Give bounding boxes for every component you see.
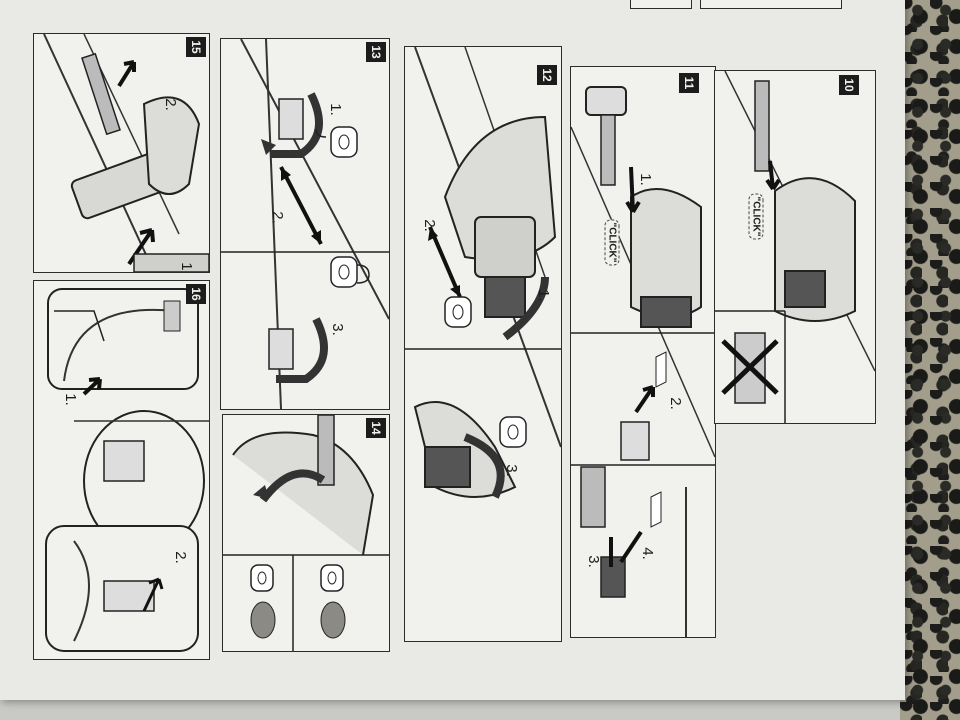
step-label: 2. [420, 219, 438, 232]
step-label: 1. [61, 393, 79, 406]
panel-14-illustration [223, 415, 389, 651]
step-label: 4. [638, 547, 656, 560]
unlocked-padlock-icon [315, 126, 358, 158]
panel-number-badge: 12 [537, 65, 557, 85]
step-label: 2. [268, 211, 286, 224]
click-callout: "CLICK" [748, 193, 764, 240]
panel-number-badge: 14 [366, 418, 386, 438]
partial-panel-top-right [700, 0, 842, 9]
panel-12: 12 2. 1. 3. [404, 46, 562, 642]
panel-15: 15 2. 1. [33, 33, 210, 273]
panel-10: 10 "CLICK" [714, 70, 876, 424]
locked-padlock-icon [499, 416, 527, 448]
panel-13-illustration [221, 39, 389, 409]
panel-11: 11 "CLICK" 1. 2. 3. 4. [570, 66, 716, 638]
partial-panel-top-left [630, 0, 692, 9]
step-label: 2. [171, 551, 189, 564]
panel-number-badge: 13 [366, 42, 386, 62]
step-label: 1. [636, 173, 654, 186]
panel-13: 13 1. 2. 3. [220, 38, 390, 410]
panel-16-illustration [45, 288, 209, 652]
unlocked-padlock-icon [320, 564, 344, 592]
panel-number-badge: 11 [679, 73, 699, 93]
locked-padlock-icon [250, 564, 274, 592]
step-label: 1. [534, 289, 552, 302]
step-label: 3. [502, 464, 520, 477]
panel-15-illustration [43, 34, 209, 272]
panel-number-badge: 10 [839, 75, 859, 95]
panel-11-illustration [571, 86, 715, 637]
panel-16: 16 1. 2. [33, 280, 210, 660]
step-label: 2. [161, 98, 179, 111]
panel-14: 14 [222, 414, 390, 652]
panel-12-illustration [405, 47, 561, 499]
panel-number-badge: 16 [186, 284, 206, 304]
panel-number-badge: 15 [186, 37, 206, 57]
unlocked-padlock-icon [444, 296, 472, 328]
locked-padlock-icon [330, 256, 370, 288]
step-label: 2. [666, 397, 684, 410]
step-label: 3. [328, 323, 346, 336]
step-label: 3. [584, 555, 602, 568]
step-label: 1. [177, 262, 195, 273]
click-callout: "CLICK" [604, 219, 620, 266]
panel-10-illustration [715, 71, 875, 423]
step-label: 1. [326, 103, 344, 116]
